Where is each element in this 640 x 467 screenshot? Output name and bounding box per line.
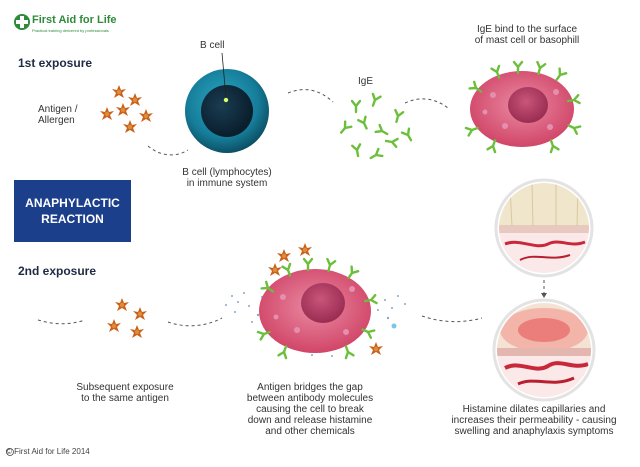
- bcell-label: B cell: [200, 40, 225, 51]
- second-caption-mid-line-3: causing the cell to break: [256, 404, 364, 415]
- second-caption-mid-line-5: and other chemicals: [265, 426, 355, 437]
- mast-caption-line-1: IgE bind to the surface: [476, 24, 578, 35]
- skin-normal-view: [494, 178, 594, 278]
- first-exposure-heading: 1st exposure: [18, 56, 93, 70]
- ige-antibodies: [336, 92, 416, 163]
- second-caption-mid-line-2: between antibody molecules: [246, 393, 374, 404]
- ige-label: IgE: [358, 76, 374, 87]
- mast-caption: IgE bind to the surface of mast cell or …: [462, 24, 592, 46]
- arrow-bcell-to-ige: [287, 89, 334, 103]
- mast-cell-sensitized: [464, 60, 582, 154]
- bcell-caption: B cell (lymphocytes) in immune system: [172, 167, 282, 189]
- logo-tagline: Practical training delivered by professi…: [32, 28, 109, 33]
- banner-line-2: REACTION: [41, 212, 104, 226]
- second-caption-left-line-1: Subsequent exposure: [76, 382, 174, 393]
- arrow-antigen-to-bcell: [147, 145, 189, 156]
- second-caption-mid-line-1: Antigen bridges the gap: [257, 382, 363, 393]
- second-caption-right-line-2: increases their permeability - causing: [451, 415, 617, 426]
- copyright-text: © First Aid for Life 2014: [6, 447, 90, 456]
- banner-line-1: ANAPHYLACTIC: [25, 196, 120, 210]
- arrow-start-2nd: [37, 319, 86, 325]
- skin-swollen-view: [492, 298, 596, 402]
- logo-icon: [14, 14, 30, 30]
- second-exposure-heading: 2nd exposure: [18, 264, 97, 278]
- arrow-ige-to-mast: [404, 98, 449, 109]
- antigen-label-line-1: Antigen /: [38, 104, 78, 115]
- logo-name: First Aid for Life: [32, 14, 117, 26]
- second-caption-right-line-3: swelling and anaphylaxis symptoms: [454, 426, 614, 437]
- b-cell: [185, 52, 269, 153]
- second-caption-right-line-1: Histamine dilates capillaries and: [462, 404, 606, 415]
- second-caption-mid-line-4: down and release histamine: [247, 415, 373, 426]
- mast-caption-line-2: of mast cell or basophill: [474, 35, 580, 46]
- second-caption-right: Histamine dilates capillaries and increa…: [436, 404, 632, 437]
- antigen-cluster-2: [107, 298, 147, 338]
- arrow-antigen-to-mast: [167, 317, 223, 327]
- antigen-label-line-2: Allergen: [38, 115, 75, 126]
- anaphylactic-reaction-banner: ANAPHYLACTIC REACTION: [14, 180, 131, 242]
- mast-cell-degranulating: [256, 243, 383, 360]
- antigen-label: Antigen / Allergen: [38, 104, 108, 126]
- bcell-caption-line-1: B cell (lymphocytes): [182, 167, 272, 178]
- arrow-skin-down-head: [541, 293, 547, 298]
- second-caption-left-line-2: to the same antigen: [81, 393, 169, 404]
- second-caption-left: Subsequent exposure to the same antigen: [60, 382, 190, 404]
- arrow-mast-to-skin: [421, 315, 483, 323]
- second-caption-mid: Antigen bridges the gap between antibody…: [240, 382, 380, 437]
- copyright-icon: [6, 448, 14, 456]
- bcell-caption-line-2: in immune system: [186, 178, 268, 189]
